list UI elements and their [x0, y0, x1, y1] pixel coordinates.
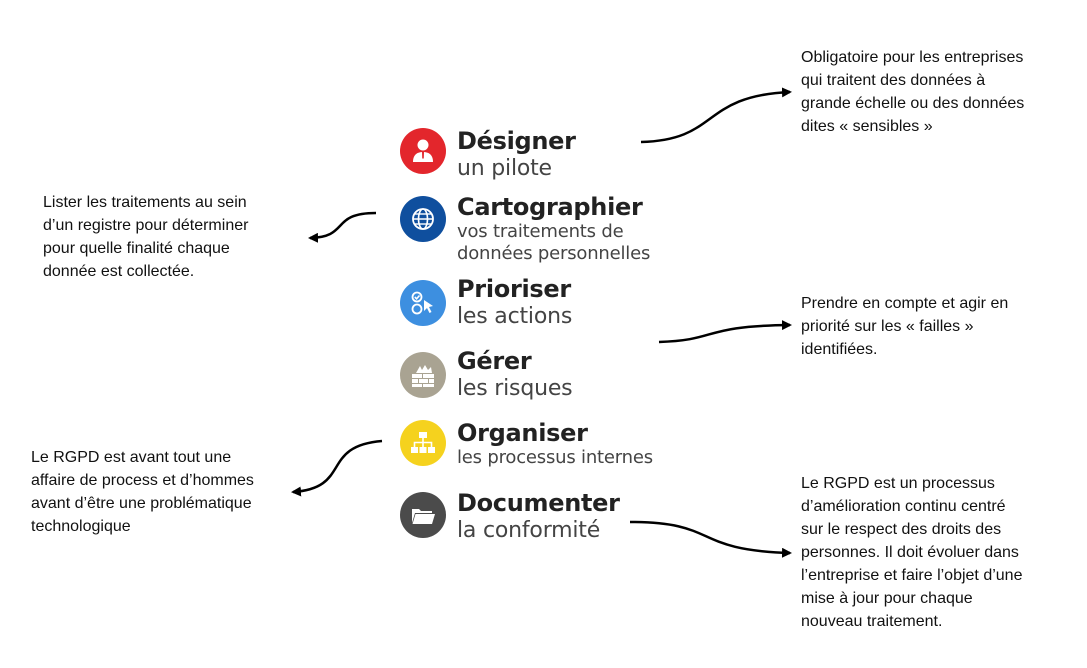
step-designer: Désigner un pilote — [400, 128, 576, 182]
step-documenter: Documenter la conformité — [400, 490, 620, 544]
step-subtitle: les actions — [457, 304, 573, 329]
step-subtitle: un pilote — [457, 156, 552, 181]
note-line: Le RGPD est un processus — [801, 475, 995, 492]
step-title: Gérer — [457, 347, 532, 375]
step-subtitle-line-1: vos traitements de — [457, 221, 624, 242]
note-cartographier: Lister les traitements au sein d’un regi… — [43, 191, 248, 283]
note-line: Lister les traitements au sein — [43, 194, 247, 211]
step-subtitle: la conformité — [457, 518, 601, 543]
brick-wall-icon — [400, 352, 446, 398]
arrow-designer — [640, 87, 792, 144]
note-line: qui traitent des données à — [801, 72, 986, 89]
step-organiser: Organiser les processus internes — [400, 420, 653, 469]
note-line: sur le respect des droits des — [801, 521, 1002, 538]
step-title: Prioriser — [457, 275, 571, 303]
note-line: priorité sur les « failles » — [801, 318, 974, 335]
step-subtitle: les processus internes — [457, 447, 653, 468]
note-line: avant d’être une problématique — [31, 495, 252, 512]
note-line: nouveau traitement. — [801, 613, 943, 630]
note-line: Prendre en compte et agir en — [801, 295, 1009, 312]
step-gerer: Gérer les risques — [400, 347, 573, 402]
step-title: Organiser — [457, 419, 588, 447]
note-line: d’amélioration continu centré — [801, 498, 1006, 515]
note-line: technologique — [31, 518, 131, 535]
globe-icon — [400, 196, 446, 242]
note-line: grande échelle ou des données — [801, 95, 1025, 112]
note-line: d’un registre pour déterminer — [43, 217, 249, 234]
note-line: Le RGPD est avant tout une — [31, 449, 232, 466]
arrow-documenter — [629, 520, 792, 558]
note-organiser: Le RGPD est avant tout une affaire de pr… — [31, 446, 254, 538]
note-prioriser: Prendre en compte et agir en priorité su… — [801, 292, 1008, 361]
folder-icon — [400, 492, 446, 538]
step-title: Désigner — [457, 127, 576, 155]
step-title: Documenter — [457, 489, 620, 517]
note-line: identifiées. — [801, 341, 878, 358]
checklist-cursor-icon — [400, 280, 446, 326]
note-designer: Obligatoire pour les entreprises qui tra… — [801, 46, 1024, 138]
step-title: Cartographier — [457, 193, 643, 221]
note-line: Obligatoire pour les entreprises — [801, 49, 1024, 66]
note-line: dites « sensibles » — [801, 118, 933, 135]
note-line: personnes. Il doit évoluer dans — [801, 544, 1019, 561]
arrow-prioriser — [658, 320, 792, 344]
arrow-organiser — [291, 439, 383, 497]
step-subtitle: les risques — [457, 376, 573, 401]
arrow-cartographier — [308, 211, 377, 243]
step-cartographier: Cartographier vos traitements de données… — [400, 194, 650, 265]
step-prioriser: Prioriser les actions — [400, 276, 572, 330]
note-line: pour quelle finalité chaque — [43, 240, 230, 257]
note-line: donnée est collectée. — [43, 263, 195, 280]
user-icon — [400, 128, 446, 174]
org-chart-icon — [400, 420, 446, 466]
note-line: affaire de process et d’hommes — [31, 472, 254, 489]
note-documenter: Le RGPD est un processus d’amélioration … — [801, 472, 1022, 633]
note-line: mise à jour pour chaque — [801, 590, 973, 607]
step-subtitle-line-2: données personnelles — [457, 243, 651, 264]
note-line: l’entreprise et faire l’objet d’une — [801, 567, 1023, 584]
